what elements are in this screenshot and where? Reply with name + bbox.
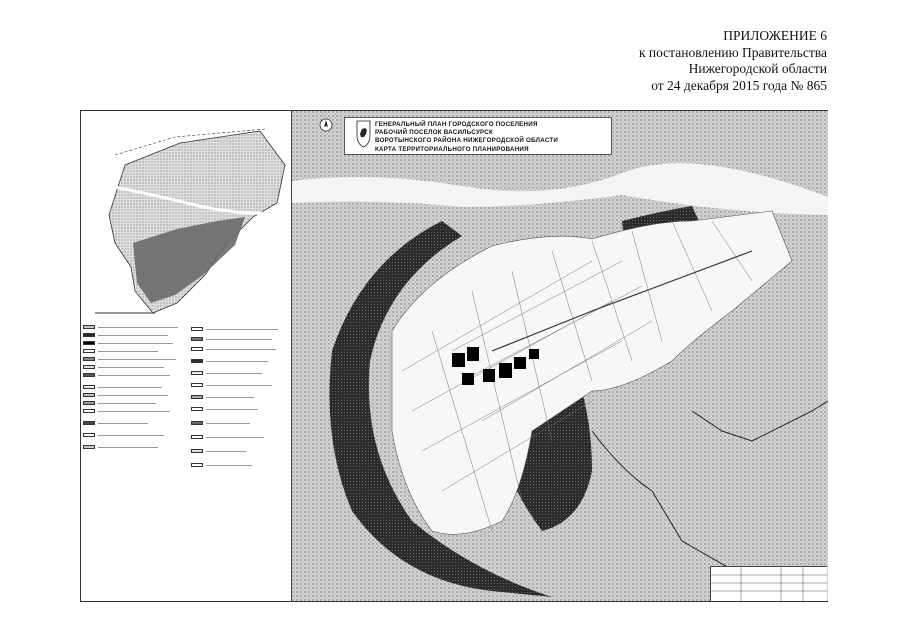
main-plan-map	[292, 111, 828, 601]
north-arrow-icon	[319, 118, 333, 132]
legend-list	[83, 325, 289, 475]
map-title-line-3: ВОРОТЫНСКОГО РАЙОНА НИЖЕГОРОДСКОЙ ОБЛАСТ…	[375, 137, 559, 145]
map-title-block: ГЕНЕРАЛЬНЫЙ ПЛАН ГОРОДСКОГО ПОСЕЛЕНИЯ РА…	[344, 117, 612, 155]
map-title-line-1: ГЕНЕРАЛЬНЫЙ ПЛАН ГОРОДСКОГО ПОСЕЛЕНИЯ	[375, 121, 538, 128]
drawing-stamp	[710, 566, 827, 601]
legend-swatch	[83, 341, 95, 345]
legend-swatch	[83, 349, 95, 353]
legend-swatch	[191, 359, 203, 363]
settlement-area	[391, 210, 793, 535]
appendix-reference: к постановлению Правительства	[638, 44, 827, 60]
municipal-boundary-east	[691, 400, 828, 442]
legend-swatch	[83, 365, 95, 369]
dark-forest-belt	[329, 221, 552, 597]
panel-divider	[291, 111, 292, 601]
legend-swatch	[191, 463, 203, 467]
legend-swatch	[83, 357, 95, 361]
appendix-date: от 24 декабря 2015 года № 865	[651, 77, 827, 93]
map-sheet: ГЕНЕРАЛЬНЫЙ ПЛАН ГОРОДСКОГО ПОСЕЛЕНИЯ РА…	[80, 110, 828, 602]
nizhny-novgorod-emblem-icon	[356, 120, 371, 148]
black-blocks	[452, 347, 539, 385]
legend-swatch	[83, 385, 95, 389]
inset-boundary	[114, 128, 266, 156]
legend-swatch	[191, 395, 203, 399]
legend-swatch	[83, 421, 95, 425]
map-title-line-4: КАРТА ТЕРРИТОРИАЛЬНОГО ПЛАНИРОВАНИЯ	[375, 145, 529, 153]
left-panel	[81, 111, 291, 601]
legend-swatch	[83, 401, 95, 405]
legend-swatch	[83, 445, 95, 449]
map-title-text: ГЕНЕРАЛЬНЫЙ ПЛАН ГОРОДСКОГО ПОСЕЛЕНИЯ РА…	[375, 121, 611, 154]
legend-swatch	[83, 433, 95, 437]
legend-swatch	[191, 407, 203, 411]
legend-swatch	[191, 421, 203, 425]
appendix-number: ПРИЛОЖЕНИЕ 6	[723, 28, 827, 43]
legend-swatch	[83, 325, 95, 329]
appendix-header: ПРИЛОЖЕНИЕ 6 к постановлению Правительст…	[507, 28, 827, 94]
legend-swatch	[83, 333, 95, 337]
legend-swatch	[83, 409, 95, 413]
inset-river	[104, 183, 286, 215]
stamp-grid	[711, 567, 827, 601]
legend-swatch	[191, 435, 203, 439]
road-main	[491, 250, 753, 352]
legend-swatch	[83, 393, 95, 397]
legend-swatch	[191, 327, 203, 331]
appendix-region: Нижегородской области	[688, 61, 827, 76]
legend-swatch	[191, 371, 203, 375]
municipal-boundary	[591, 430, 813, 592]
legend-swatch	[191, 337, 203, 341]
inset-forest-dark	[133, 217, 245, 303]
legend-swatch	[191, 347, 203, 351]
legend-swatch	[191, 449, 203, 453]
inset-location-map	[95, 128, 286, 314]
legend-swatch	[191, 383, 203, 387]
map-title-line-2: РАБОЧИЙ ПОСЕЛОК ВАСИЛЬСУРСК	[375, 129, 494, 137]
legend-swatch	[83, 373, 95, 377]
inset-territory	[108, 130, 286, 314]
river-volga	[292, 163, 828, 215]
